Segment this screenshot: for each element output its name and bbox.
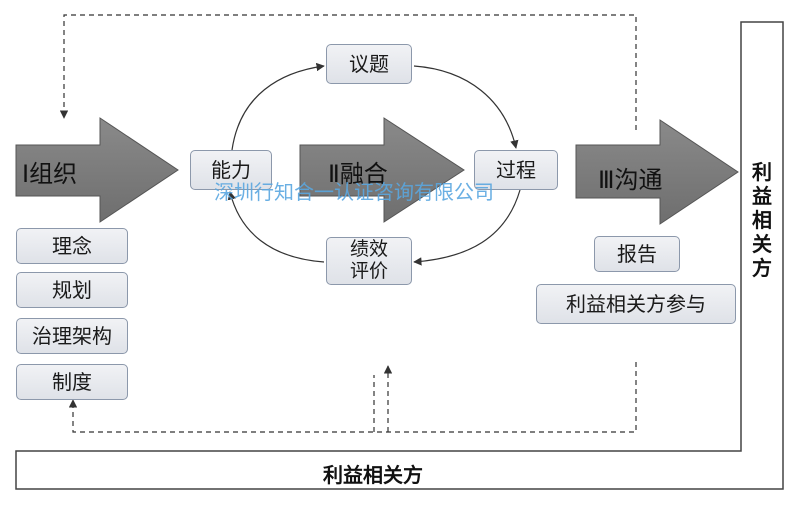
bottom-feedback-line-left: [68, 362, 637, 433]
arc-issues-to-process: [413, 65, 519, 149]
org-item-planning: 规划: [16, 272, 128, 308]
issues-label: 议题: [349, 51, 389, 76]
organization-arrow: [15, 117, 179, 223]
communication-arrow: [575, 119, 739, 225]
stakeholder-engagement-label: 利益相关方参与: [566, 291, 706, 316]
performance-evaluation-label: 绩效 评价: [349, 238, 388, 282]
stakeholder-engagement-box: 利益相关方参与: [536, 284, 736, 324]
arc-evaluation-to-capability: [227, 191, 325, 263]
stakeholder-frame: [15, 21, 784, 490]
process-label: 过程: [496, 157, 536, 182]
integration-label: Ⅱ融合: [328, 160, 388, 188]
org-item-label: 规划: [52, 277, 92, 302]
communication-label: Ⅲ沟通: [598, 166, 663, 194]
organization-label: Ⅰ组织: [22, 160, 78, 188]
report-box: 报告: [594, 236, 680, 272]
integration-arrow: [299, 117, 465, 223]
org-item-label: 治理架构: [32, 323, 112, 348]
top-feedback-line: [59, 14, 637, 130]
process-box: 过程: [474, 150, 558, 190]
org-item-label: 理念: [52, 233, 92, 258]
arc-process-to-evaluation: [413, 189, 521, 266]
capability-label: 能力: [211, 157, 251, 182]
org-item-label: 制度: [52, 369, 92, 394]
org-item-policy: 制度: [16, 364, 128, 400]
capability-box: 能力: [190, 150, 272, 190]
company-watermark: 深圳行知合一认证咨询有限公司: [214, 180, 494, 204]
issues-box: 议题: [326, 44, 412, 84]
org-item-philosophy: 理念: [16, 228, 128, 264]
report-label: 报告: [617, 241, 657, 266]
stakeholders-right-label: 利 益 相 关 方: [752, 160, 772, 280]
org-item-governance: 治理架构: [16, 318, 128, 354]
arc-capability-to-issues: [231, 62, 325, 151]
stakeholders-bottom-label: 利益相关方: [323, 463, 423, 487]
performance-evaluation-box: 绩效 评价: [326, 237, 412, 285]
